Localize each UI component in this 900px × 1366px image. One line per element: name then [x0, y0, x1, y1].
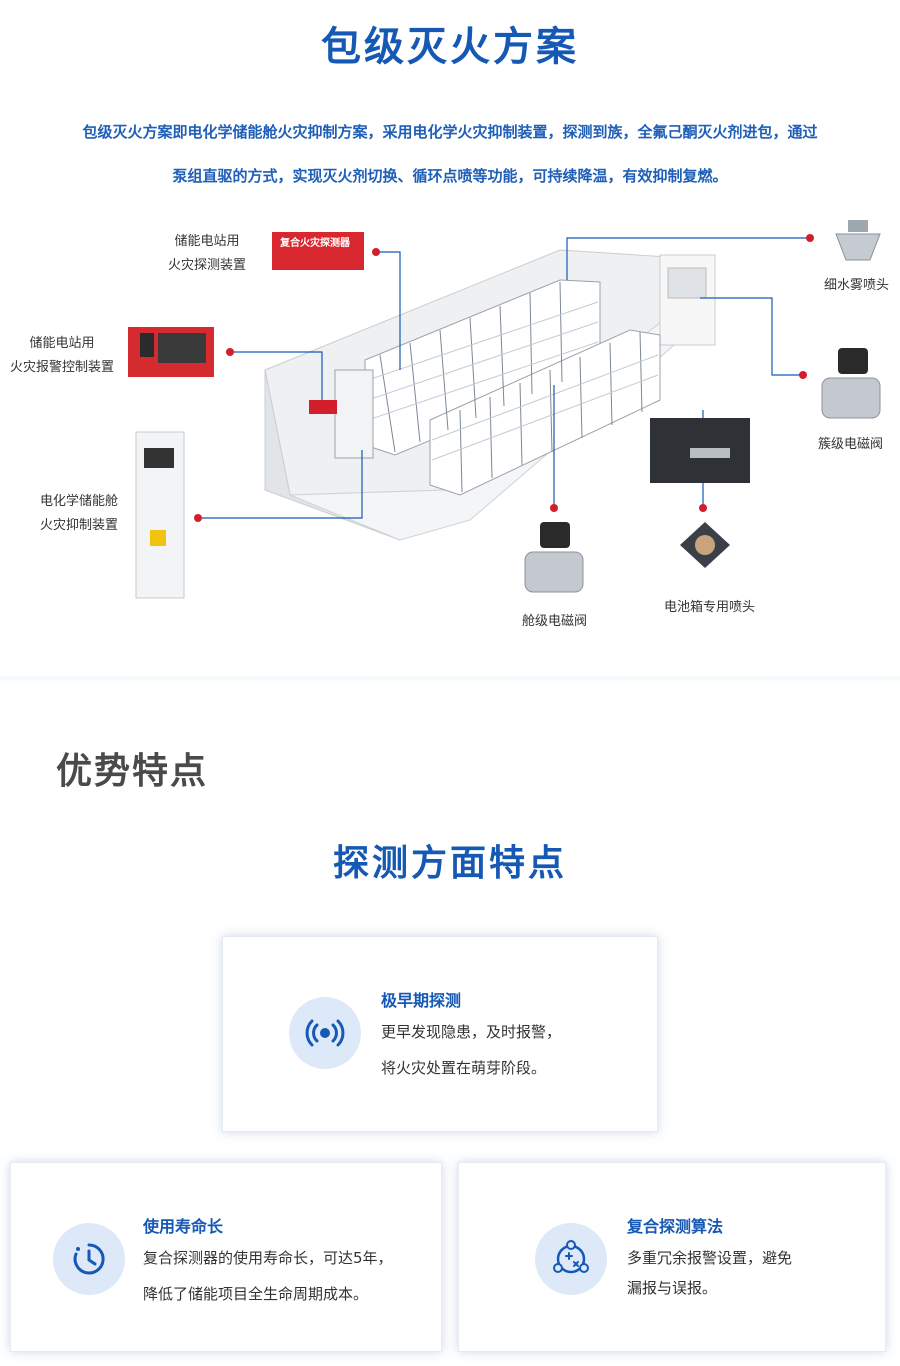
card-heading: 复合探测算法: [627, 1217, 724, 1236]
advantages-title: 优势特点: [56, 751, 209, 792]
card-heading: 极早期探测: [381, 991, 462, 1010]
label-suppression-device: 电化学储能舱 火灾抑制装置: [40, 494, 119, 533]
card-text-line: 多重冗余报警设置，避免: [627, 1249, 793, 1267]
connector-dot: [799, 371, 807, 379]
connector-dot: [806, 234, 814, 242]
battery-nozzle-icon: [680, 522, 730, 568]
container-illustration: [128, 220, 881, 599]
signal-broadcast-icon: [289, 997, 361, 1069]
label-mist-nozzle: 细水雾喷头: [824, 278, 890, 293]
label-battery-nozzle: 电池箱专用喷头: [664, 600, 756, 615]
label-cluster-valve: 簇级电磁阀: [818, 437, 884, 452]
mist-nozzle-icon: [835, 220, 881, 261]
algorithm-shapes-icon: [535, 1223, 607, 1295]
feature-card-composite-algorithm: 复合探测算法 多重冗余报警设置，避免 漏报与误报。: [458, 1162, 886, 1352]
connector-dot: [226, 348, 234, 356]
card-text-line: 降低了储能项目全生命周期成本。: [143, 1285, 369, 1303]
cluster-valve-icon: [821, 348, 881, 419]
connector-dot: [372, 248, 380, 256]
solution-description: 包级灭火方案即电化学储能舱火灾抑制方案，采用电化学火灾抑制装置，探测到族，全氟己…: [20, 110, 880, 198]
card-text-line: 将火灾处置在萌芽阶段。: [381, 1059, 547, 1077]
card-text-line: 复合探测器的使用寿命长，可达5年，: [143, 1249, 393, 1267]
clock-timer-icon: [53, 1223, 125, 1295]
connector-dot: [699, 504, 707, 512]
connector-dot: [194, 514, 202, 522]
page-title: 包级灭火方案: [321, 24, 579, 70]
fire-detector-device: [272, 232, 364, 270]
description-line-2: 泵组直驱的方式，实现灭火剂切换、循环点喷等功能，可持续降温，有效抑制复燃。: [172, 167, 728, 185]
detection-features-title: 探测方面特点: [332, 843, 567, 884]
connector-dot: [550, 504, 558, 512]
description-line-1: 包级灭火方案即电化学储能舱火灾抑制方案，采用电化学火灾抑制装置，探测到族，全氟己…: [82, 123, 818, 141]
card-heading: 使用寿命长: [143, 1217, 224, 1236]
feature-card-long-life: 使用寿命长 复合探测器的使用寿命长，可达5年， 降低了储能项目全生命周期成本。: [10, 1162, 442, 1352]
card-text-line: 漏报与误报。: [627, 1279, 718, 1297]
detector-device-text: 复合火灾探测器: [280, 238, 350, 249]
section-divider: [0, 676, 900, 684]
feature-card-early-detection: 极早期探测 更早发现隐患，及时报警， 将火灾处置在萌芽阶段。: [222, 936, 658, 1132]
system-diagram: 储能电站用 火灾探测装置 复合火灾探测器 储能电站用 火灾报警控制装置 电化学储…: [0, 220, 900, 660]
label-cabin-valve: 舱级电磁阀: [522, 614, 588, 629]
label-fire-detector: 储能电站用 火灾探测装置: [168, 234, 247, 273]
card-text-line: 更早发现隐患，及时报警，: [381, 1023, 562, 1041]
solution-section: 包级灭火方案 包级灭火方案即电化学储能舱火灾抑制方案，采用电化学火灾抑制装置，探…: [0, 0, 900, 680]
cabin-valve-icon: [524, 522, 584, 593]
label-alarm-controller: 储能电站用 火灾报警控制装置: [10, 336, 115, 375]
